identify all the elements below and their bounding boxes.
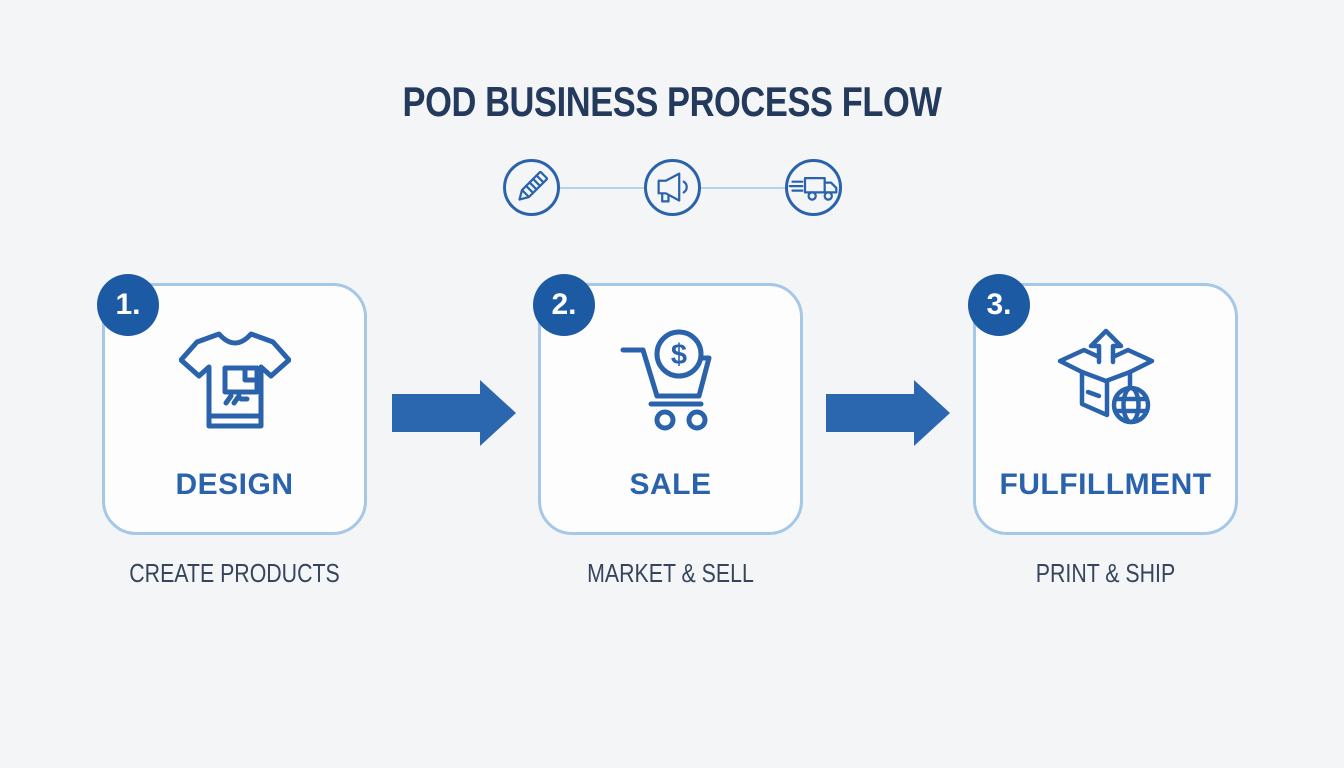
tshirt-icon — [178, 328, 291, 437]
header-icon-row — [0, 159, 1344, 216]
page-title: POD BUSINESS PROCESS FLOW — [402, 78, 942, 125]
step-number-badge: 3. — [968, 274, 1030, 336]
pencil-icon — [502, 159, 560, 216]
step-number: 2. — [551, 288, 577, 321]
dollar-glyph: $ — [670, 339, 686, 371]
step-card-fulfillment: 3. FULFILLMENT — [968, 274, 1238, 535]
step-number: 3. — [986, 288, 1012, 321]
flow-connector-line — [559, 186, 644, 189]
step-sublabel: CREATE PRODUCTS — [129, 558, 340, 588]
step-label: DESIGN — [175, 468, 294, 501]
flow-arrow-icon — [826, 380, 950, 446]
flow-arrow-icon — [392, 380, 516, 446]
step-card-design: 1. DESIGN — [97, 274, 367, 535]
step-card-sale: 2. $ SALE — [533, 274, 803, 535]
megaphone-icon — [643, 159, 701, 216]
shipping-box-globe-icon — [1050, 328, 1162, 437]
step-label: FULFILLMENT — [999, 468, 1212, 501]
step-label: SALE — [629, 468, 712, 501]
flow-connector-line — [700, 186, 785, 189]
shopping-cart-dollar-icon: $ — [615, 328, 727, 437]
step-sublabel: MARKET & SELL — [587, 558, 754, 588]
step-number: 1. — [115, 288, 141, 321]
step-sublabel: PRINT & SHIP — [1035, 558, 1176, 588]
step-number-badge: 2. — [533, 274, 595, 336]
step-number-badge: 1. — [97, 274, 159, 336]
delivery-truck-icon — [784, 159, 842, 216]
